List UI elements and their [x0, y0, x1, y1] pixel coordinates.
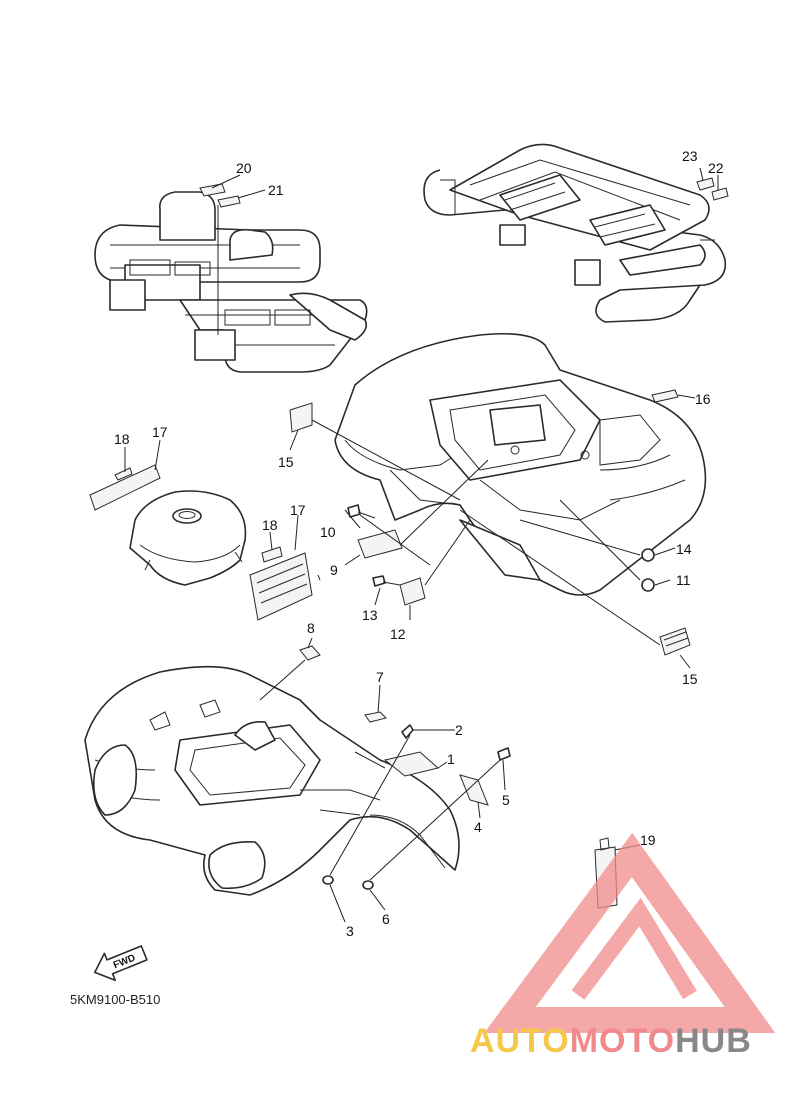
rear-fender	[334, 332, 707, 596]
callout-8: 8	[307, 620, 315, 636]
front-carrier-rack	[94, 191, 368, 373]
rear-carrier-rack	[423, 143, 727, 323]
callout-20: 20	[236, 160, 252, 176]
decal-part-15a	[289, 402, 313, 433]
callout-12: 12	[390, 626, 406, 642]
callout-18-right: 18	[262, 517, 278, 533]
callout-15-upper: 15	[278, 454, 294, 470]
fwd-arrow: FWD	[93, 945, 148, 982]
callout-10: 10	[320, 524, 336, 540]
callout-18-left: 18	[114, 431, 130, 447]
bolt-parts-10-13	[347, 504, 401, 587]
callout-11: 11	[676, 572, 691, 588]
callout-23: 23	[682, 148, 698, 164]
callout-9: 9	[330, 562, 338, 578]
fastener-parts-2-3-5-6	[322, 724, 511, 890]
decal-part-4	[459, 774, 489, 806]
decal-part-16	[651, 389, 679, 403]
callout-1: 1	[447, 751, 455, 767]
callout-22: 22	[708, 160, 724, 176]
decal-part-12	[399, 577, 426, 606]
callout-21: 21	[268, 182, 284, 198]
nut-parts-11-14	[641, 548, 655, 592]
decal-part-7	[364, 711, 387, 723]
leader-lines	[124, 167, 719, 923]
diagram-code: 5KM9100-B510	[70, 992, 160, 1007]
callout-3: 3	[346, 923, 354, 939]
callout-2: 2	[455, 722, 463, 738]
front-fender	[84, 665, 460, 896]
callout-17-left: 17	[152, 424, 168, 440]
decal-part-8	[299, 645, 321, 661]
callout-7: 7	[376, 669, 384, 685]
callout-13: 13	[362, 607, 378, 623]
callout-19: 19	[640, 832, 656, 848]
decal-part-19	[594, 837, 618, 909]
callout-15-lower: 15	[682, 671, 698, 687]
decal-part-9	[357, 529, 403, 559]
decal-parts-22-23	[696, 177, 729, 201]
callout-17-right: 17	[290, 502, 306, 518]
decal-parts-17-18-right	[249, 546, 313, 621]
callout-16: 16	[695, 391, 711, 407]
callout-numbers: 1 2 3 4 5 6 7 8 9 10 11 12 13 14 15 15 1…	[114, 148, 724, 939]
callout-5: 5	[502, 792, 510, 808]
callout-4: 4	[474, 819, 482, 835]
callout-14: 14	[676, 541, 692, 557]
tank-cover	[129, 490, 247, 586]
callout-6: 6	[382, 911, 390, 927]
decal-part-15b	[659, 627, 691, 656]
decal-parts-20-21	[199, 183, 241, 208]
